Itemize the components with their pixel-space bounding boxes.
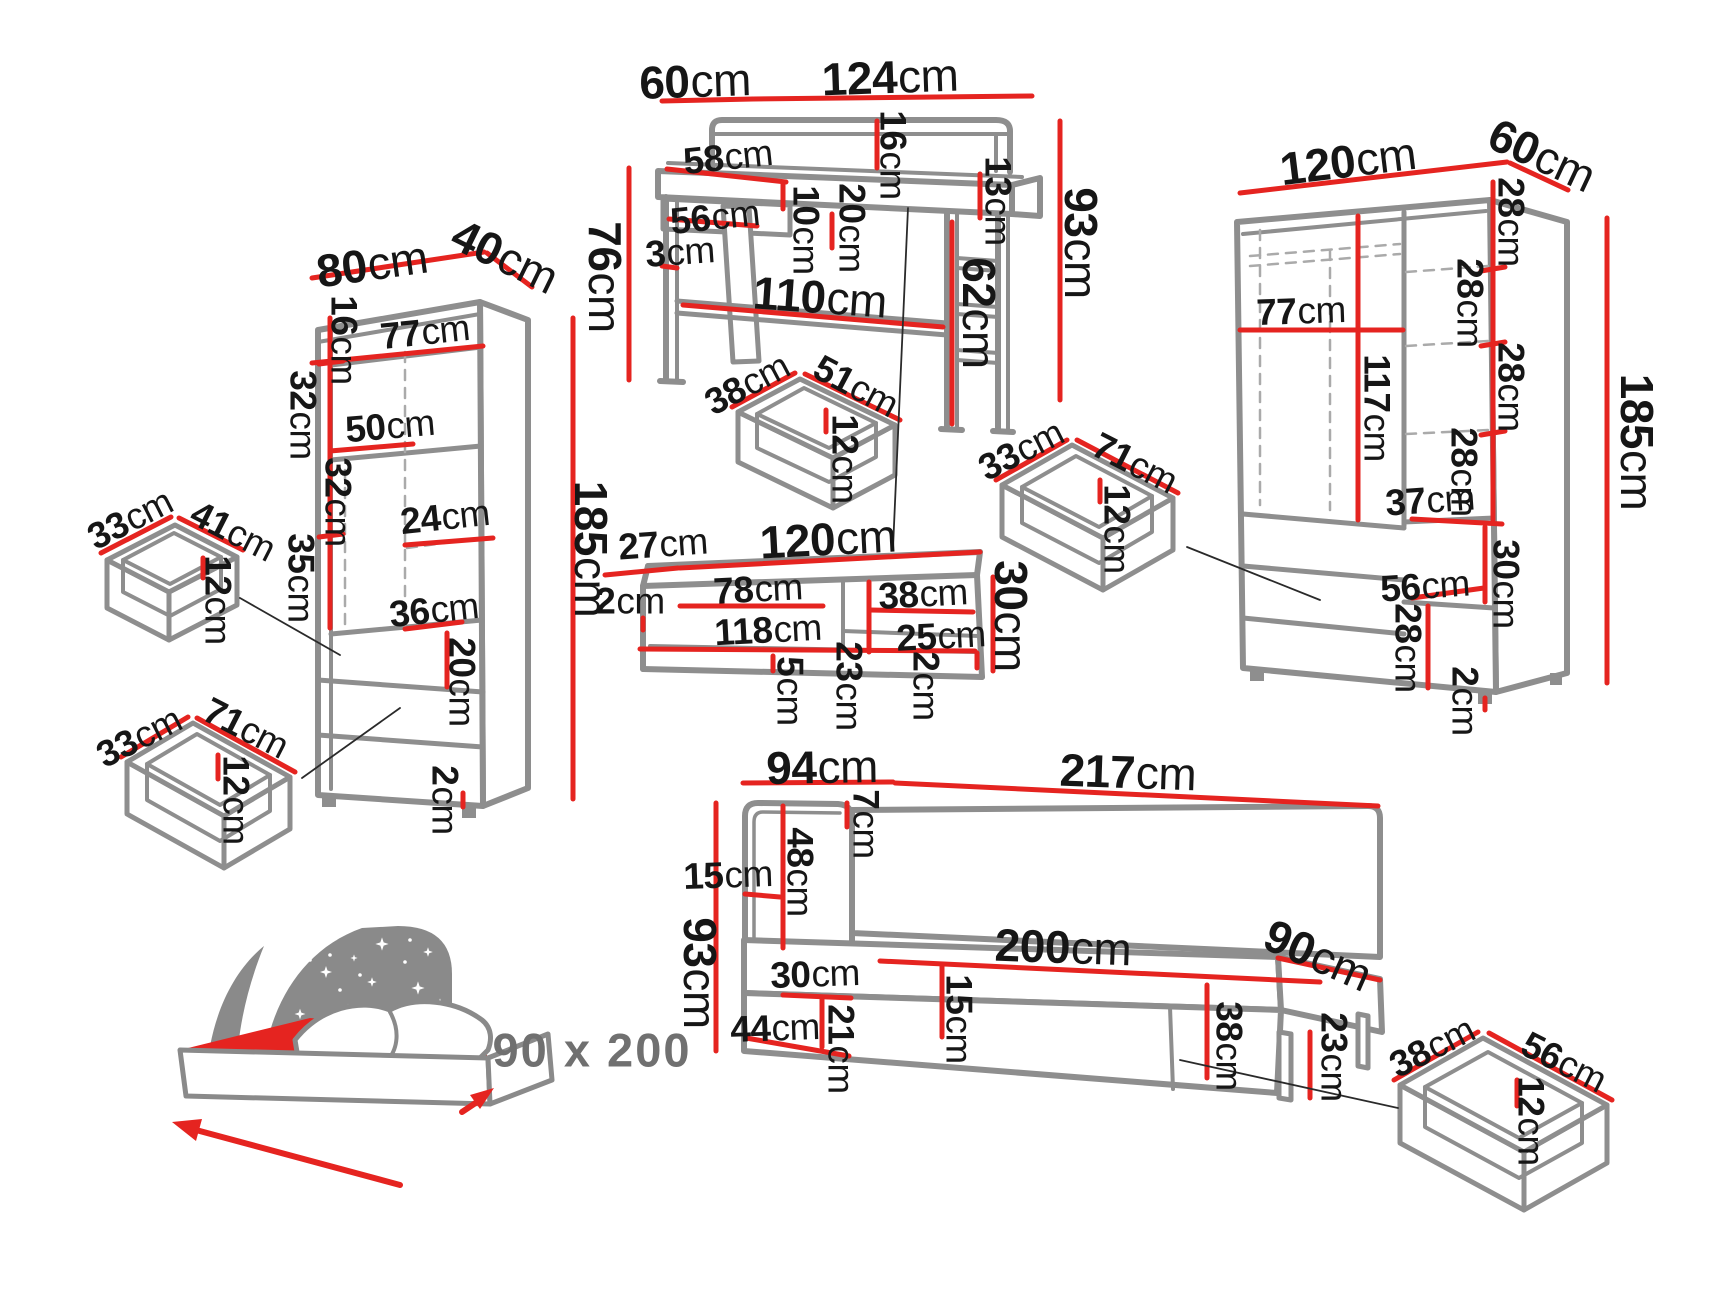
wardrobe-inner-width-label: 77cm bbox=[1255, 288, 1347, 334]
desk-hutch-gap-label: 16cm bbox=[872, 110, 914, 200]
bed-frame-height-label: 38cm bbox=[1208, 1001, 1250, 1091]
wardrobe-gap-3-label: 28cm bbox=[1490, 342, 1532, 432]
wall-shelf-height-label: 30cm bbox=[985, 560, 1037, 672]
mattress-front bbox=[177, 1047, 493, 1107]
wall-shelf-inner-upper-label: 78cm bbox=[712, 566, 804, 612]
wardrobe-gap-1-label: 28cm bbox=[1490, 177, 1532, 267]
wall-shelf-inner-lower-label: 118cm bbox=[713, 606, 823, 654]
callout-lines bbox=[239, 207, 1399, 1109]
wall-shelf-right-side-label: 2cm bbox=[905, 651, 947, 721]
desk-side-height-label: 62cm bbox=[953, 257, 1005, 369]
bed-backrest-height-label: 48cm bbox=[779, 827, 821, 917]
drawer-right-height-label: 12cm bbox=[1096, 484, 1138, 574]
drawer-desk-height-label: 12cm bbox=[824, 414, 866, 504]
width-arrow-icon bbox=[459, 1088, 494, 1115]
bed-drawer-offset-label: 30cm bbox=[769, 951, 861, 997]
wall-shelf-drawing bbox=[602, 549, 996, 680]
wall-shelf-side-label: 2cm bbox=[595, 580, 665, 622]
wall-shelf-right-width-label: 38cm bbox=[877, 571, 969, 617]
desk-gap-height-label: 20cm bbox=[831, 183, 873, 273]
length-arrow-icon bbox=[172, 1119, 403, 1188]
wall-shelf-width-label: 120cm bbox=[758, 509, 898, 569]
desk-top-thickness-label: 13cm bbox=[977, 156, 1019, 246]
bed-drawer-height-label: 21cm bbox=[820, 1004, 862, 1094]
bookshelf-drawer-height-label: 20cm bbox=[441, 637, 483, 727]
desk-front-height-label: 76cm bbox=[579, 221, 631, 333]
wardrobe-drawer-height-label: 28cm bbox=[1387, 603, 1429, 693]
wall-shelf-end-height-label: 23cm bbox=[828, 641, 870, 731]
mattress-size-label: 90 x 200 bbox=[492, 1023, 692, 1077]
drawer-desk-drawing bbox=[729, 370, 903, 511]
wardrobe-plinth-label: 2cm bbox=[1444, 666, 1486, 736]
wardrobe-gap-2-label: 28cm bbox=[1449, 258, 1491, 348]
drawer-small-height-label: 12cm bbox=[197, 555, 239, 645]
drawer-left-height-label: 12cm bbox=[215, 755, 257, 845]
wardrobe-shelf-width-label: 37cm bbox=[1383, 476, 1477, 524]
bed-length-label: 200cm bbox=[993, 918, 1133, 976]
wardrobe-gap-5-label: 30cm bbox=[1485, 539, 1527, 629]
desk-drawing bbox=[626, 93, 1063, 435]
bed-drawer-width-label: 44cm bbox=[729, 1005, 821, 1051]
drawer-left-drawing bbox=[118, 714, 298, 871]
wardrobe-drawing bbox=[1234, 159, 1610, 713]
wardrobe-hanging-height-label: 117cm bbox=[1356, 354, 1398, 462]
desk-footrest-width-label: 110cm bbox=[751, 266, 889, 328]
bed-top-gap-label: 7cm bbox=[845, 789, 887, 859]
bed-headboard-depth-label: 15cm bbox=[682, 852, 774, 898]
drawer-bed-drawing bbox=[1391, 1029, 1615, 1213]
desk-width-label: 124cm bbox=[820, 48, 960, 106]
wardrobe-height-label: 185cm bbox=[1611, 373, 1663, 511]
bookshelf-gap-lower-label: 32cm bbox=[317, 457, 359, 547]
desk-depth-label: 60cm bbox=[638, 53, 752, 109]
desk-shelf-width-label: 58cm bbox=[681, 131, 775, 183]
desk-drawer-height-label: 10cm bbox=[785, 185, 827, 275]
drawer-bed-height-label: 12cm bbox=[1510, 1076, 1552, 1166]
bookshelf-drawing bbox=[309, 249, 576, 818]
bookshelf-plinth-label: 2cm bbox=[424, 765, 466, 835]
wall-shelf-depth-label: 27cm bbox=[616, 520, 710, 568]
bed-drawing bbox=[713, 779, 1385, 1103]
bookshelf-shelf-inner-label: 24cm bbox=[398, 491, 492, 543]
bookshelf-shelf-mid-label: 50cm bbox=[343, 401, 437, 451]
bookshelf-gap-upper-label: 32cm bbox=[282, 370, 324, 460]
bookshelf-shelf-bottom-label: 36cm bbox=[387, 584, 481, 636]
bookshelf-inner-width-label: 77cm bbox=[378, 306, 472, 358]
mattress-size-icon bbox=[172, 926, 555, 1188]
mattress-side bbox=[485, 1031, 555, 1107]
drawer-small-drawing bbox=[98, 514, 246, 643]
bed-total-width-label: 217cm bbox=[1058, 743, 1198, 801]
bookshelf-top-gap-label: 16cm bbox=[323, 295, 365, 385]
desk-height-label: 93cm bbox=[1055, 187, 1107, 299]
desk-leg-thickness-label: 3cm bbox=[643, 229, 717, 275]
bookshelf-gap-bottom-label: 35cm bbox=[280, 533, 322, 623]
drawer-right-drawing bbox=[993, 437, 1181, 593]
bed-base-drop-label: 15cm bbox=[938, 974, 980, 1064]
bed-headboard-height-label: 93cm bbox=[674, 917, 726, 1029]
bed-leg-height-label: 23cm bbox=[1313, 1012, 1355, 1102]
wardrobe-drawer-width-label: 56cm bbox=[1378, 562, 1472, 610]
wall-shelf-lip-label: 5cm bbox=[769, 656, 811, 726]
bed-headboard-width-label: 94cm bbox=[765, 740, 879, 794]
